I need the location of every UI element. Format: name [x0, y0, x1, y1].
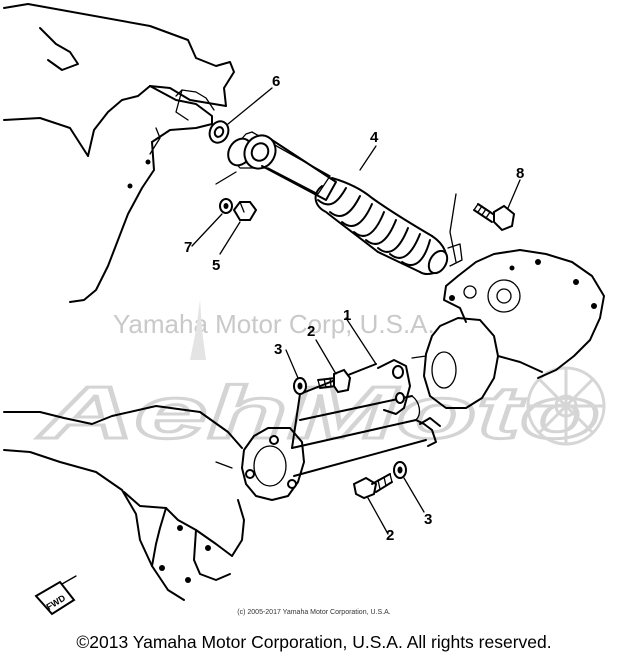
callout-2-lower: 2 — [386, 527, 394, 544]
washer-3-lower — [393, 461, 425, 513]
watermark: AehMoto Yamaha Motor Corp, U.S.A. — [35, 268, 606, 456]
main-copyright: ©2013 Yamaha Motor Corporation, U.S.A. A… — [76, 632, 552, 652]
shock-absorber — [215, 131, 463, 275]
watermark-text: Yamaha Motor Corp, U.S.A. — [113, 309, 435, 339]
small-copyright: (c) 2005-2017 Yamaha Motor Corporation, … — [237, 609, 391, 616]
callout-4: 4 — [370, 129, 379, 146]
bolt-2-upper — [315, 339, 352, 394]
exhaust-pipe — [241, 317, 441, 501]
engine-case — [411, 249, 605, 409]
lower-frame — [3, 405, 245, 601]
bolt-2-lower — [352, 473, 393, 535]
watermark-spire — [190, 268, 206, 360]
callout-2-upper: 2 — [307, 323, 315, 340]
watermark-wheel — [526, 366, 606, 446]
callout-1: 1 — [343, 307, 351, 324]
callout-6: 6 — [272, 73, 280, 90]
callout-3-upper: 3 — [274, 341, 282, 358]
bolt-8 — [449, 179, 521, 263]
washer-7 — [191, 198, 233, 247]
washer-6 — [208, 87, 273, 144]
callout-7: 7 — [184, 239, 192, 256]
callout-3-lower: 3 — [424, 511, 432, 528]
callout-8: 8 — [516, 165, 524, 182]
washer-3-upper — [285, 349, 307, 395]
frame-outline — [3, 3, 235, 303]
nut-5 — [219, 201, 258, 255]
callout-5: 5 — [212, 257, 220, 274]
fwd-indicator: FWD — [34, 575, 77, 616]
